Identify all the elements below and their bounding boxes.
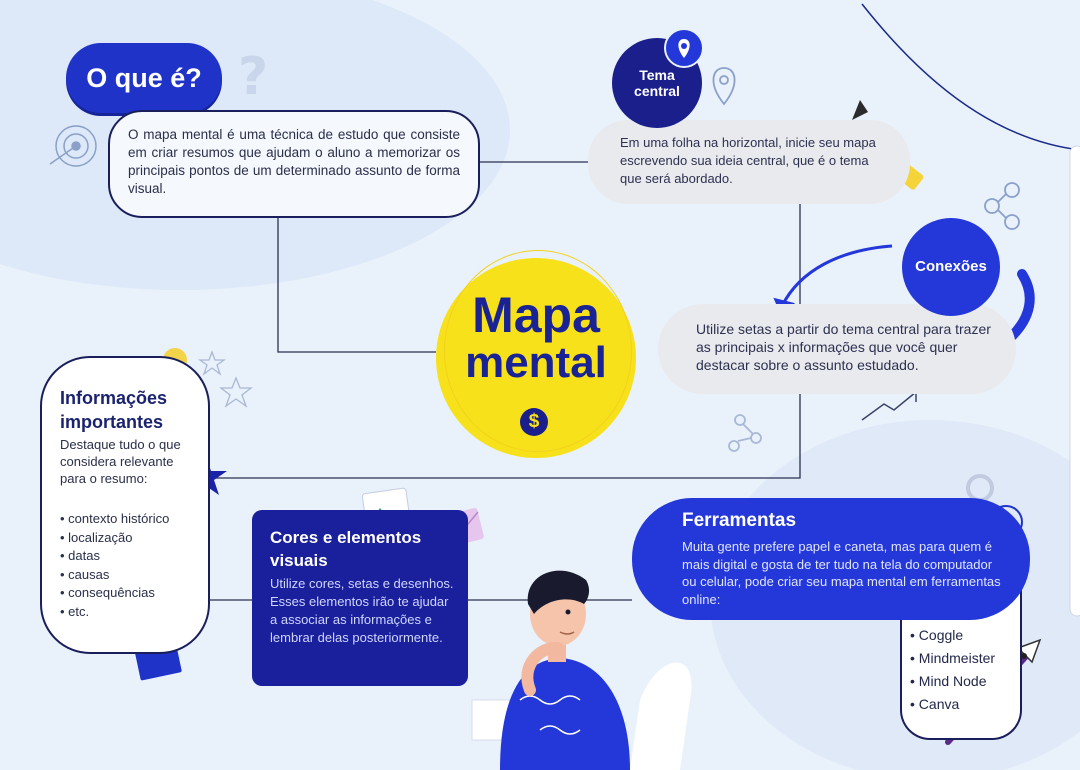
thinking-person-illustration bbox=[471, 570, 692, 770]
location-pin-icon bbox=[664, 28, 704, 68]
connections-text: Utilize setas a partir do tema central p… bbox=[696, 321, 991, 373]
target-icon bbox=[49, 125, 97, 167]
list-item: Mindmeister bbox=[910, 647, 995, 670]
central-theme-title-line2: central bbox=[634, 83, 680, 99]
central-theme-box bbox=[588, 120, 910, 204]
central-theme-text: Em uma folha na horizontal, inicie seu m… bbox=[620, 135, 876, 186]
question-icon: ? bbox=[238, 47, 268, 107]
list-item: Mind Node bbox=[910, 670, 995, 693]
connections-box bbox=[658, 304, 1016, 394]
important-info-list: contexto histórico localização datas cau… bbox=[60, 510, 169, 621]
location-pin-icon bbox=[712, 67, 736, 106]
curved-arrow-icon bbox=[1007, 269, 1035, 341]
what-is-text: O mapa mental é uma técnica de estudo qu… bbox=[128, 127, 460, 196]
list-item: Canva bbox=[910, 693, 995, 716]
what-is-title: O que é? bbox=[66, 43, 222, 113]
share-icon bbox=[728, 414, 762, 452]
share-icon bbox=[984, 182, 1020, 230]
tools-title: Ferramentas bbox=[682, 510, 797, 531]
tools-text: Muita gente prefere papel e caneta, mas … bbox=[682, 539, 1001, 607]
central-topic-line2: mental bbox=[465, 338, 607, 387]
colors-visuals-title: Cores e elementos visuais bbox=[270, 528, 422, 570]
trend-arrow-icon bbox=[861, 391, 917, 421]
list-item: consequências bbox=[60, 584, 169, 603]
tools-box bbox=[632, 498, 1030, 620]
colors-visuals-text: Utilize cores, setas e desenhos. Esses e… bbox=[270, 576, 454, 645]
svg-text:?: ? bbox=[238, 47, 268, 107]
important-info-text: Destaque tudo o que considera relevante … bbox=[60, 437, 181, 486]
important-info-title: Informações importantes bbox=[60, 388, 168, 432]
list-item: datas bbox=[60, 547, 169, 566]
connections-title: Conexões bbox=[902, 218, 1000, 316]
list-item: causas bbox=[60, 566, 169, 585]
brand-logo-icon: $ bbox=[520, 408, 548, 436]
list-item: Coggle bbox=[910, 624, 995, 647]
list-item: etc. bbox=[60, 603, 169, 622]
central-topic-ring bbox=[444, 250, 632, 452]
what-is-box bbox=[108, 110, 480, 218]
colors-visuals-box bbox=[252, 510, 468, 686]
tools-list: Coggle Mindmeister Mind Node Canva bbox=[910, 624, 995, 716]
list-item: localização bbox=[60, 529, 169, 548]
central-theme-title-line1: Tema bbox=[639, 67, 675, 83]
central-topic-line1: Mapa bbox=[472, 287, 600, 343]
list-item: contexto histórico bbox=[60, 510, 169, 529]
